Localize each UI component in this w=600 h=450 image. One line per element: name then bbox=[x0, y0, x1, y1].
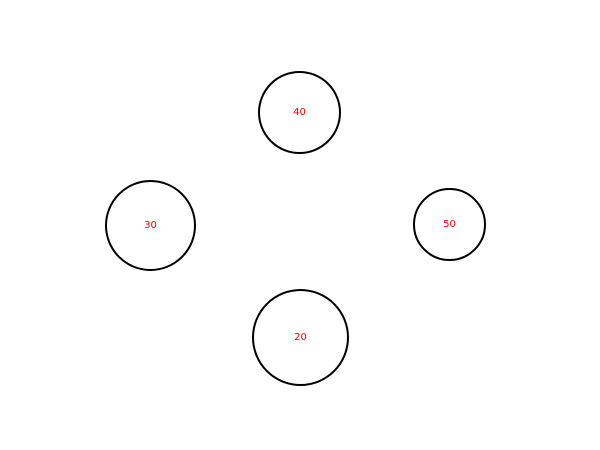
node-label-40: 40 bbox=[293, 106, 306, 118]
circle-node-40: 40 bbox=[258, 71, 341, 154]
circle-node-20: 20 bbox=[252, 289, 349, 386]
node-label-50: 50 bbox=[443, 218, 456, 230]
circle-node-50: 50 bbox=[413, 188, 486, 261]
node-label-20: 20 bbox=[294, 331, 307, 343]
circle-node-30: 30 bbox=[105, 180, 196, 271]
node-label-30: 30 bbox=[144, 219, 157, 231]
